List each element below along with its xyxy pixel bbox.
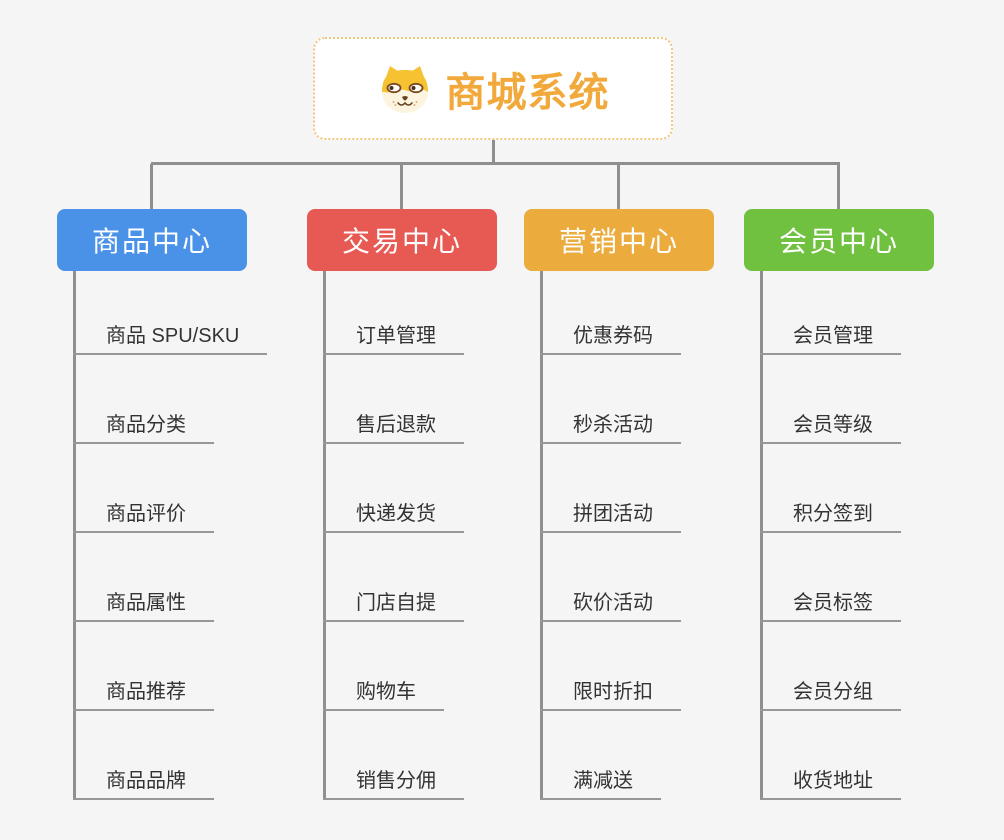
connector-bus: [151, 162, 840, 165]
connector-branch-stub: [400, 164, 403, 209]
branch-label: 交易中心: [341, 226, 462, 257]
topic-node[interactable]: 砍价活动: [540, 590, 681, 622]
topic-node[interactable]: 积分签到: [760, 501, 901, 533]
connector-root-stem: [492, 140, 495, 164]
dog-face-icon: [377, 64, 433, 114]
topic-node[interactable]: 购物车: [323, 679, 444, 711]
connector-trunk: [540, 271, 543, 800]
branch-label: 营销中心: [558, 226, 679, 257]
topic-node[interactable]: 商品分类: [73, 412, 214, 444]
branch-node-marketing-center[interactable]: 营销中心: [524, 209, 714, 271]
root-label: 商城系统: [445, 70, 610, 115]
branch-node-member-center[interactable]: 会员中心: [744, 209, 934, 271]
topic-node[interactable]: 会员等级: [760, 412, 901, 444]
branch-label: 商品中心: [91, 226, 212, 257]
connector-trunk: [323, 271, 326, 800]
connector-branch-stub: [837, 164, 840, 209]
topic-node[interactable]: 满减送: [540, 768, 661, 800]
connector-trunk: [73, 271, 76, 800]
topic-node[interactable]: 收货地址: [760, 768, 901, 800]
connector-branch-stub: [617, 164, 620, 209]
topic-node[interactable]: 商品评价: [73, 501, 214, 533]
topic-node[interactable]: 会员分组: [760, 679, 901, 711]
branch-node-product-center[interactable]: 商品中心: [57, 209, 247, 271]
topic-node[interactable]: 商品 SPU/SKU: [73, 323, 268, 355]
topic-node[interactable]: 拼团活动: [540, 501, 681, 533]
topic-node[interactable]: 快递发货: [323, 501, 464, 533]
topic-node[interactable]: 秒杀活动: [540, 412, 681, 444]
topic-node[interactable]: 商品属性: [73, 590, 214, 622]
topic-node[interactable]: 订单管理: [323, 323, 464, 355]
root-node[interactable]: 商城系统: [313, 37, 673, 140]
connector-trunk: [760, 271, 763, 800]
branch-node-trade-center[interactable]: 交易中心: [307, 209, 497, 271]
topic-node[interactable]: 售后退款: [323, 412, 464, 444]
topic-node[interactable]: 销售分佣: [323, 768, 464, 800]
topic-node[interactable]: 会员标签: [760, 590, 901, 622]
topic-node[interactable]: 限时折扣: [540, 679, 681, 711]
topic-node[interactable]: 优惠券码: [540, 323, 681, 355]
topic-node[interactable]: 门店自提: [323, 590, 464, 622]
branch-label: 会员中心: [778, 226, 899, 257]
connector-branch-stub: [150, 164, 153, 209]
topic-node[interactable]: 商品品牌: [73, 768, 214, 800]
topic-node[interactable]: 商品推荐: [73, 679, 214, 711]
topic-node[interactable]: 会员管理: [760, 323, 901, 355]
